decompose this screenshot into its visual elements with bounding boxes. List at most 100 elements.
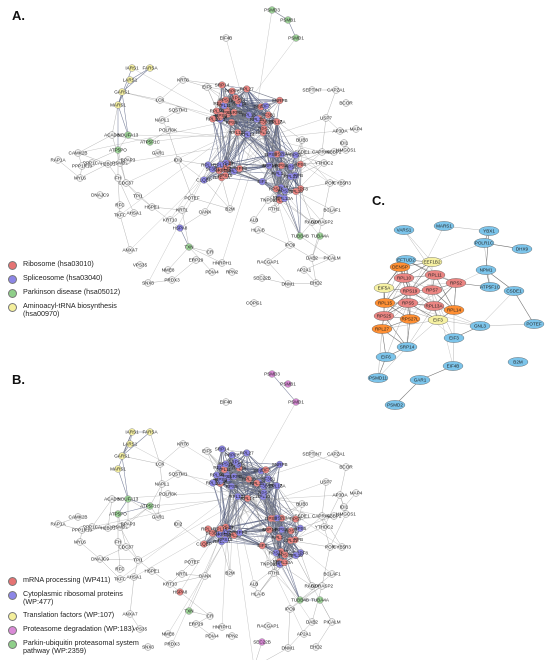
node-tpi1[interactable]: TPI1 — [133, 192, 143, 200]
node-cdc37[interactable]: CDC37 — [118, 179, 134, 187]
node-rps25[interactable]: RPS25 — [219, 96, 234, 104]
node-rfc[interactable]: RFC — [115, 201, 125, 209]
node-srp14[interactable]: SRP14 — [396, 342, 418, 352]
node-tnpo1[interactable]: TNPO1 — [260, 196, 276, 204]
node-psmd2[interactable]: PSMD2 — [112, 159, 128, 167]
node-myl6[interactable]: MYL6 — [74, 174, 86, 182]
node-b2m[interactable]: B2M — [507, 357, 529, 367]
node-atp5f1c[interactable]: ATP5F1C — [140, 138, 161, 146]
node-picalm[interactable]: PICALM — [323, 254, 341, 262]
node-hnrph1[interactable]: HNRPH1 — [213, 259, 232, 267]
node-eif4b[interactable]: EIF4B — [220, 34, 233, 42]
node-rpl10[interactable]: RPL10 — [210, 107, 224, 115]
node-anxa7[interactable]: ANXA7 — [122, 246, 138, 254]
node-eef1b2[interactable]: EEF1B2 — [421, 257, 443, 267]
node-bclaf1[interactable]: BCLAF1 — [323, 206, 341, 214]
node-potef[interactable]: POTEF — [523, 319, 545, 329]
node-rps5[interactable]: RPS5 — [265, 150, 277, 159]
node-nme8[interactable]: NME8 — [162, 266, 175, 274]
node-tkfc[interactable]: TKFC — [114, 211, 127, 219]
node-map4[interactable]: MAP4 — [350, 125, 363, 133]
node-rps19[interactable]: RPS19 — [218, 171, 233, 180]
node-rpl13a[interactable]: RPL13A — [423, 301, 445, 311]
node-mars1[interactable]: MARS1 — [110, 101, 126, 109]
node-rps7[interactable]: RPS7 — [290, 151, 302, 159]
node-ybx1[interactable]: YBX1 — [478, 226, 500, 236]
node-rps7[interactable]: RPS7 — [271, 150, 284, 158]
node-eif3[interactable]: EIF3 — [443, 333, 465, 343]
node-rpl11[interactable]: RPL11 — [424, 270, 446, 280]
node-polr3k[interactable]: POLR3K — [159, 126, 178, 134]
node-napl1[interactable]: NAPL1 — [155, 116, 170, 124]
node-hspa8[interactable]: HSPA8 — [173, 224, 188, 232]
node-bub3[interactable]: BUB3 — [296, 136, 308, 144]
node-mars1[interactable]: MARS1 — [433, 221, 455, 231]
node-septin7[interactable]: SEPTIN7 — [302, 86, 322, 94]
node-eif3[interactable]: EIF3 — [261, 102, 271, 110]
node-psmd3[interactable]: PSMD3 — [264, 6, 280, 14]
node-rpl10[interactable]: RPL10 — [393, 273, 415, 283]
node-eif5a[interactable]: EIF5A — [373, 283, 395, 293]
node-rpl13a[interactable]: RPL13A — [269, 118, 287, 126]
node-srp14[interactable]: SRP14 — [262, 162, 277, 170]
node-eif5[interactable]: EIF5 — [202, 83, 212, 91]
node-rps19[interactable]: RPS19 — [269, 185, 284, 193]
node-fth1[interactable]: FTH1 — [268, 205, 280, 213]
node-vars1[interactable]: VARS1 — [393, 225, 415, 235]
node-iars1[interactable]: IARS1 — [125, 64, 139, 72]
node-gorasp2[interactable]: GORASP2 — [311, 218, 334, 226]
node-caprin1[interactable]: CAPRIN1 — [312, 148, 332, 156]
node-fh[interactable]: FH — [114, 174, 122, 182]
node-rap1a[interactable]: RAP1A — [50, 156, 66, 164]
node-rpl15[interactable]: RPL15 — [242, 111, 256, 119]
node-prpf8[interactable]: PRPF8 — [232, 165, 247, 173]
node-prpf8[interactable]: PRPF8 — [225, 87, 240, 95]
node-canx[interactable]: CANX — [199, 208, 212, 216]
node-rpl15[interactable]: RPL15 — [374, 298, 396, 308]
node-rps5[interactable]: RPS5 — [226, 118, 238, 126]
node-rps2[interactable]: RPS2 — [445, 278, 467, 288]
node-atp5po[interactable]: ATP5PO — [109, 146, 127, 154]
node-capza1[interactable]: CAPZA1 — [327, 86, 345, 94]
node-polr1c[interactable]: POLR1C — [473, 238, 495, 248]
node-vps35[interactable]: VPS35 — [133, 261, 148, 269]
node-copg1[interactable]: COPG1 — [246, 299, 263, 307]
node-srp14[interactable]: SRP14 — [215, 81, 230, 89]
node-idi2[interactable]: IDI2 — [174, 156, 183, 164]
node-prdx3[interactable]: PRDX3 — [164, 276, 180, 284]
node-ahsa1[interactable]: AHSA1 — [126, 209, 142, 217]
node-rps25[interactable]: RPS25 — [373, 311, 395, 321]
node-sf3b1[interactable]: SF3B1 — [261, 111, 276, 119]
node-erp29[interactable]: ERP29 — [189, 256, 204, 264]
node-rps2[interactable]: RPS2 — [285, 163, 297, 171]
node-pdia4[interactable]: PDIA4 — [205, 268, 219, 276]
node-ipo9[interactable]: IPO9 — [285, 241, 296, 249]
node-rpl14[interactable]: RPL14 — [272, 170, 286, 178]
node-snx3[interactable]: SNX3 — [142, 279, 154, 287]
node-dnm1[interactable]: DNM1 — [281, 280, 295, 288]
node-rps25[interactable]: RPS25 — [278, 187, 293, 195]
node-gars1[interactable]: GARS1 — [114, 88, 130, 96]
node-sec22b[interactable]: SEC22B — [253, 274, 271, 282]
node-eif4b[interactable]: EIF4B — [442, 361, 464, 371]
node-gar1[interactable]: GAR1 — [152, 149, 165, 157]
node-g3bp2[interactable]: G3BP2 — [327, 148, 342, 156]
node-racgap1[interactable]: RACGAP1 — [257, 258, 279, 266]
node-dnajc9[interactable]: DNAJC9 — [91, 191, 109, 199]
node-hmgcs1[interactable]: HMGCS1 — [336, 146, 356, 154]
node-csde1[interactable]: CSDE1 — [294, 148, 310, 156]
node-rpn2[interactable]: RPN2 — [226, 268, 239, 276]
node-rpl27[interactable]: RPL27 — [240, 85, 254, 93]
node-txn[interactable]: TXN — [184, 243, 194, 251]
node-rpl13a[interactable]: RPL13A — [229, 128, 247, 137]
node-sqstm1[interactable]: SQSTM1 — [169, 106, 188, 114]
node-rpl14[interactable]: RPL14 — [443, 305, 465, 315]
node-rps2[interactable]: RPS2 — [276, 161, 288, 170]
node-lars1[interactable]: LARS1 — [123, 76, 138, 84]
node-h2bc1[interactable]: H2BC1 — [101, 160, 116, 168]
node-acadb[interactable]: ACADB — [104, 131, 120, 139]
node-usp7[interactable]: USP7 — [320, 114, 332, 122]
node-dab2[interactable]: DAB2 — [306, 254, 318, 262]
node-rpap3[interactable]: RPAP3 — [121, 156, 136, 164]
node-ppp1ca[interactable]: PPP1CA — [83, 159, 102, 167]
